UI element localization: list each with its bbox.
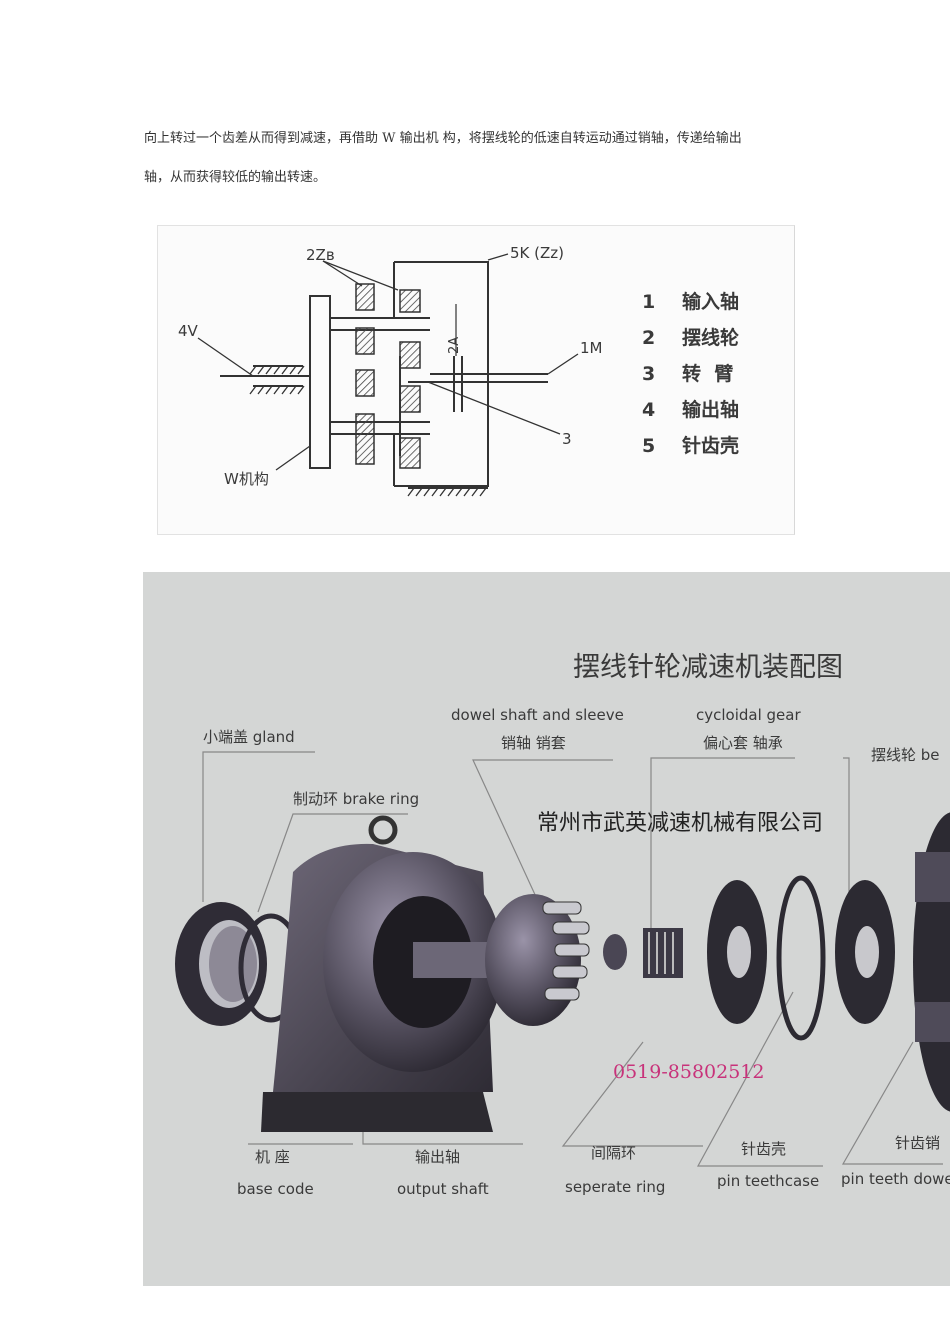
label-bearing-cut: 摆线轮 be <box>871 746 940 764</box>
label-cycloidal-cn: 偏心套 轴承 <box>703 734 783 752</box>
label-w-mechanism: W机构 <box>224 470 269 488</box>
phone-number: 0519-85802512 <box>613 1061 764 1083</box>
legend-text-2: 摆线轮 <box>682 326 739 349</box>
label-output-cn: 输出轴 <box>415 1148 460 1166</box>
label-1m: 1M <box>580 339 603 357</box>
reducer-body <box>261 815 533 1132</box>
reducer-schematic: 2Zв 5K (Zz) 4V 1M 3 W机构 2A 1 输入轴 2 摆线轮 3… <box>178 244 739 497</box>
label-dowel2-en: pin teeth dowe <box>841 1170 950 1188</box>
legend-text-4: 输出轴 <box>682 398 739 421</box>
legend-num-4: 4 <box>642 399 655 421</box>
output-shaft-part <box>485 894 590 1026</box>
cycloidal-disk-part-2 <box>835 880 895 1024</box>
label-3: 3 <box>562 430 572 448</box>
separate-ring-part <box>776 875 826 1041</box>
eccentric-sleeve-part <box>603 934 627 970</box>
pin-teethcase-part <box>913 812 950 1112</box>
label-dowel2-cn: 针齿销 <box>895 1134 940 1152</box>
bearing-part <box>643 928 683 978</box>
assembly-title: 摆线针轮减速机装配图 <box>573 652 843 683</box>
legend-num-2: 2 <box>642 327 655 349</box>
label-teeth-en: pin teethcase <box>717 1172 819 1190</box>
company-name: 常州市武英减速机械有限公司 <box>537 811 823 836</box>
label-dowel-en: dowel shaft and sleeve <box>451 706 624 724</box>
label-ring-cn: 间隔环 <box>591 1144 636 1162</box>
label-brake-ring: 制动环 brake ring <box>293 790 419 808</box>
label-output-en: output shaft <box>397 1180 489 1198</box>
legend-num-5: 5 <box>642 435 655 457</box>
label-base-en: base code <box>237 1180 314 1198</box>
legend-num-3: 3 <box>642 363 655 385</box>
legend-text-5: 针齿壳 <box>682 434 739 457</box>
legend-text-1: 输入轴 <box>682 290 739 313</box>
label-gland: 小端盖 gland <box>203 728 295 746</box>
label-base-cn: 机 座 <box>255 1148 290 1166</box>
label-teeth-cn: 针齿壳 <box>741 1140 786 1158</box>
label-2a: 2A <box>447 337 462 354</box>
cycloidal-disk-part <box>707 880 767 1024</box>
label-2zb: 2Zв <box>306 246 335 264</box>
schematic-figure: 2Zв 5K (Zz) 4V 1M 3 W机构 2A 1 输入轴 2 摆线轮 3… <box>157 225 795 535</box>
paragraph-line-1: 向上转过一个齿差从而得到减速，再借助 W 输出机 构，将摆线轮的低速自转运动通过… <box>144 131 742 146</box>
legend-text-3: 转 臂 <box>682 362 733 385</box>
paragraph-line-2: 轴，从而获得较低的输出转速。 <box>144 170 327 185</box>
label-dowel-cn: 销轴 销套 <box>501 734 566 752</box>
label-cycloidal-en: cycloidal gear <box>696 706 801 724</box>
legend-num-1: 1 <box>642 291 655 313</box>
label-4v: 4V <box>178 322 199 340</box>
schematic-legend: 1 输入轴 2 摆线轮 3 转 臂 4 输出轴 5 针齿壳 <box>642 290 739 457</box>
label-5k: 5K (Zz) <box>510 244 564 262</box>
exploded-assembly-illustration: 摆线针轮减速机装配图 小端盖 gland 制动环 brake ring dowe… <box>175 652 950 1198</box>
label-ring-en: seperate ring <box>565 1178 665 1196</box>
assembly-photo: 摆线针轮减速机装配图 小端盖 gland 制动环 brake ring dowe… <box>143 572 950 1286</box>
